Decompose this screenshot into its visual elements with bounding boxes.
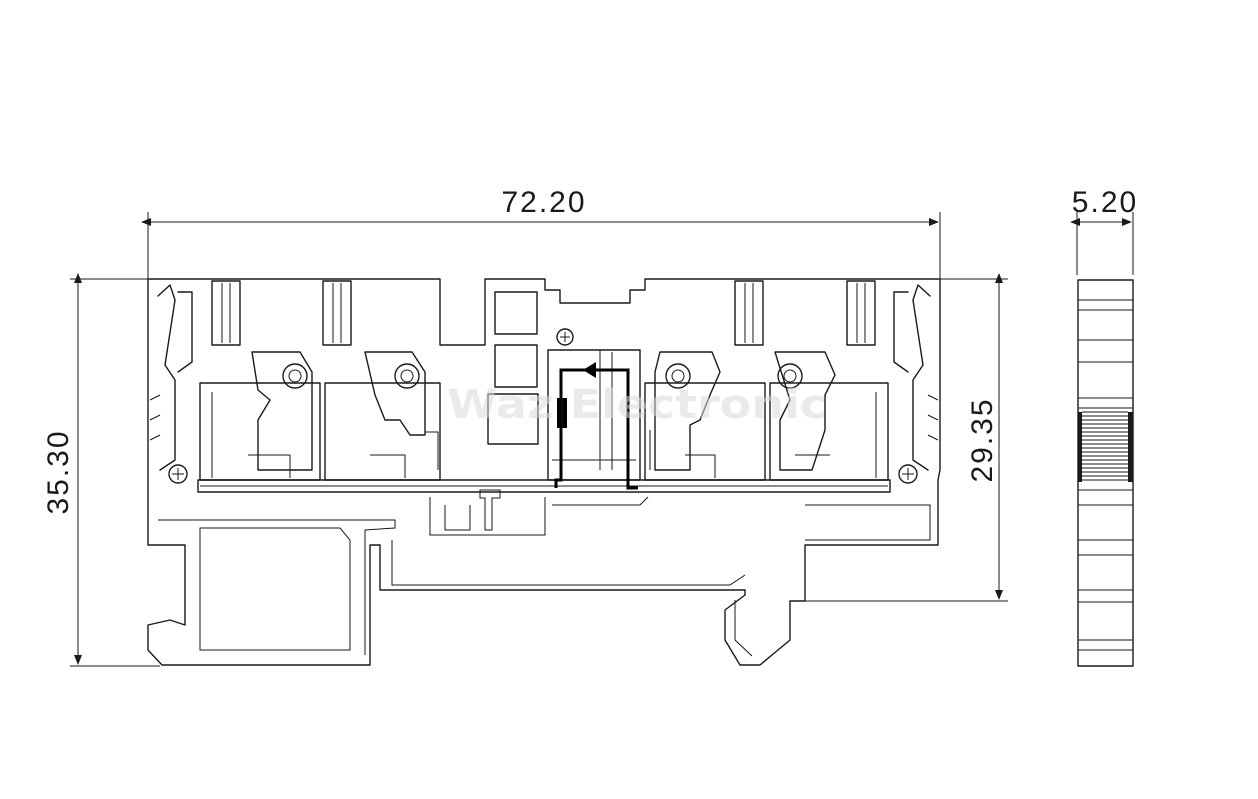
clamp-cell-2: [324, 351, 441, 481]
dimension-rail-height: 29.35: [790, 273, 1008, 602]
dimension-rail-height-label: 29.35: [966, 397, 999, 482]
watermark: Waz Electronic: [447, 382, 827, 428]
top-slots-right: [734, 280, 909, 373]
dimension-overall-height: 35.30: [42, 273, 160, 667]
dimension-side-thickness-label: 5.20: [1072, 186, 1138, 219]
dimension-side-thickness: 5.20: [1070, 186, 1138, 275]
body-outline: [147, 278, 941, 666]
clamp-cell-3: [644, 351, 766, 481]
front-view: Waz Electronic: [147, 278, 941, 666]
clamp-cell-1: [199, 351, 321, 481]
top-slots-left: [177, 280, 352, 373]
clamp-cell-4: [769, 351, 889, 481]
side-view: [1077, 279, 1134, 667]
side-view-grip: [1078, 411, 1133, 482]
circuit-path: [554, 368, 638, 490]
dimension-overall-height-label: 35.30: [42, 429, 75, 514]
center-module: [487, 291, 641, 490]
dimension-overall-width: 72.20: [141, 186, 941, 290]
dimension-overall-width-label: 72.20: [501, 186, 586, 219]
